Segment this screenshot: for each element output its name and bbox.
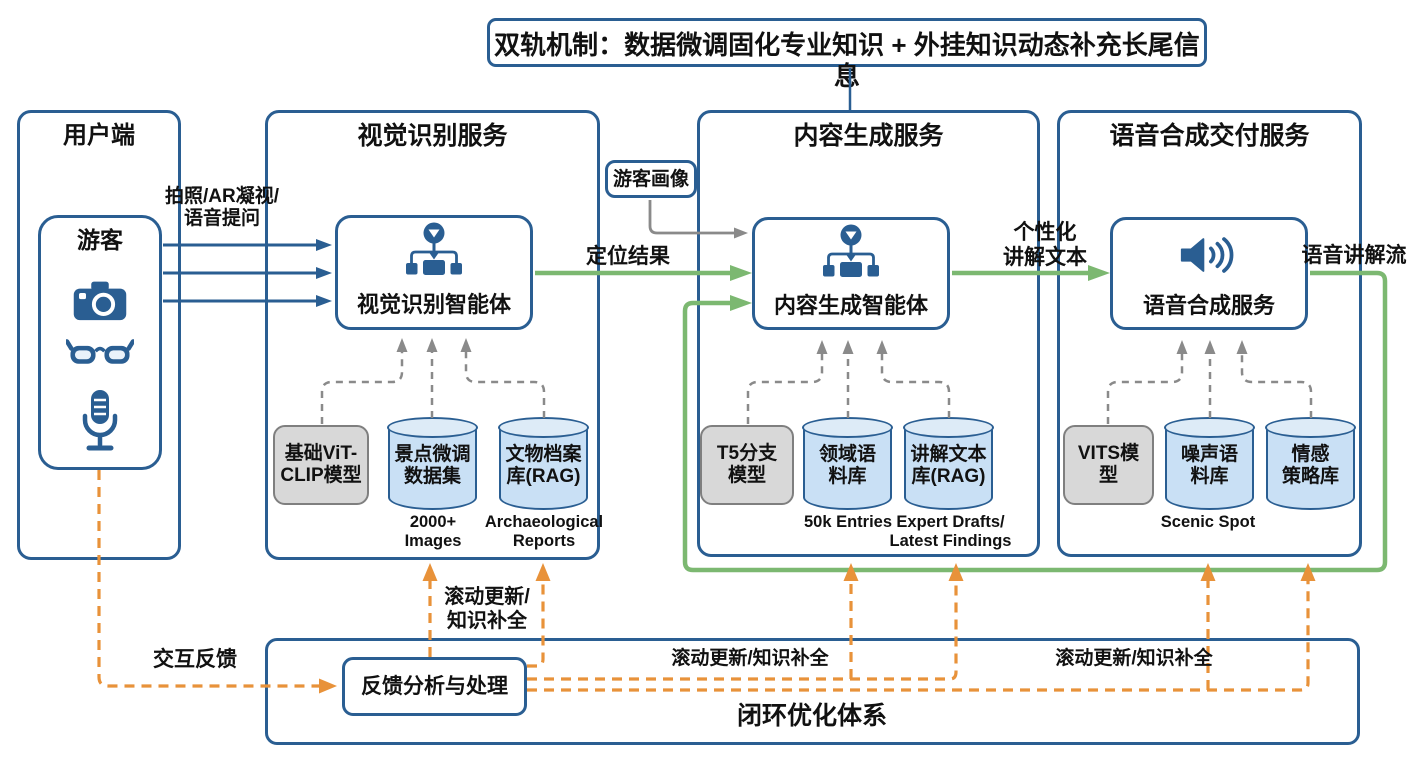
cylinder-label-line: 噪声语: [1180, 444, 1238, 465]
visual-service-title: 视觉识别服务: [357, 122, 508, 150]
cylinder-lid: [903, 417, 994, 438]
cylinder-label-line: 景点微调: [394, 444, 471, 465]
closed-loop-title: 闭环优化体系: [736, 702, 887, 730]
speech-service-title: 语音合成交付服务: [1109, 122, 1310, 150]
cylinder-lid: [1265, 417, 1356, 438]
cylinder-lid: [802, 417, 893, 438]
tourist-title: 游客: [77, 227, 123, 253]
emotion-strategy-cylinder: 情感 策略库: [1265, 417, 1356, 510]
content-service-title: 内容生成服务: [793, 122, 944, 150]
cylinder-label-line: 料库: [828, 465, 867, 487]
visual-service-panel: [265, 110, 600, 560]
banner-box: 双轨机制：数据微调固化专业知识 + 外挂知识动态补充长尾信息: [487, 18, 1207, 91]
microphone-icon: [82, 390, 118, 451]
model-label-line: 型: [1098, 465, 1118, 486]
t5-model-box: T5分支 模型: [700, 425, 794, 505]
model-label-line: T5分支: [716, 443, 778, 465]
cylinder-label-line: 库(RAG): [506, 465, 581, 487]
audio-stream-label: 语音讲解流: [1301, 244, 1407, 267]
cylinder-lid: [498, 417, 589, 438]
speech-agent-label: 语音合成服务: [1142, 293, 1275, 318]
feedback-analysis-label: 反馈分析与处理: [361, 675, 508, 698]
cylinder-lid: [1164, 417, 1255, 438]
cylinder-label-line: 文物档案: [505, 444, 582, 465]
vit-clip-model-box: 基础ViT- CLIP模型: [273, 425, 369, 505]
dataset-caption: 2000+Images: [404, 513, 462, 551]
rolling-update-right-label: 滚动更新/知识补全: [1055, 648, 1213, 669]
ar-glasses-icon: [66, 339, 134, 364]
visual-agent-label: 视觉识别智能体: [356, 292, 511, 317]
cylinder-label-line: 数据集: [403, 465, 461, 487]
camera-icon: [73, 281, 127, 321]
rolling-update-mid-label: 滚动更新/知识补全: [671, 648, 829, 669]
feedback-analysis-box: 反馈分析与处理: [342, 657, 527, 716]
narration-caption: Expert Drafts/Latest Findings: [889, 513, 1012, 551]
capture-flow-label: 拍照/AR凝视/语音提问: [164, 186, 279, 230]
tourist-profile-label: 游客画像: [612, 169, 689, 190]
agent-icon: [823, 224, 879, 277]
noise-corpus-cylinder: 噪声语 料库: [1164, 417, 1255, 510]
tourist-box: [38, 215, 162, 470]
scenic-spot-caption: Scenic Spot: [1160, 513, 1256, 531]
cylinder-label-line: 策略库: [1281, 465, 1339, 487]
localization-label: 定位结果: [586, 245, 670, 268]
personalized-text-label: 个性化讲解文本: [1003, 221, 1087, 269]
cylinder-label-line: 讲解文本: [910, 444, 987, 465]
cylinder-label-line: 料库: [1190, 465, 1229, 487]
speaker-icon: [1180, 237, 1234, 273]
model-label-line: 模型: [727, 465, 766, 486]
cylinder-label-line: 情感: [1291, 444, 1330, 465]
rolling-update-left-label: 滚动更新/知识补全: [444, 586, 530, 632]
vits-model-box: VITS模 型: [1063, 425, 1154, 505]
agent-icon: [406, 222, 462, 275]
content-agent-label: 内容生成智能体: [773, 293, 928, 318]
artifact-archive-cylinder: 文物档案 库(RAG): [498, 417, 589, 510]
banner-text: 双轨机制：数据微调固化专业知识 + 外挂知识动态补充长尾信息: [494, 30, 1200, 91]
tourist-profile-box: 游客画像: [605, 160, 697, 198]
model-label-line: VITS模: [1077, 443, 1140, 465]
model-label-line: 基础ViT-: [284, 443, 358, 465]
cylinder-lid: [387, 417, 478, 438]
user-panel-title: 用户端: [63, 122, 135, 149]
cylinder-label-line: 库(RAG): [911, 465, 986, 487]
corpus-caption: 50k Entries: [803, 513, 893, 531]
scenic-dataset-cylinder: 景点微调 数据集: [387, 417, 478, 510]
interaction-feedback-label: 交互反馈: [153, 648, 237, 671]
cylinder-label-line: 领域语: [818, 444, 876, 465]
model-label-line: CLIP模型: [280, 465, 362, 486]
domain-corpus-cylinder: 领域语 料库: [802, 417, 893, 510]
narration-text-cylinder: 讲解文本 库(RAG): [903, 417, 994, 510]
